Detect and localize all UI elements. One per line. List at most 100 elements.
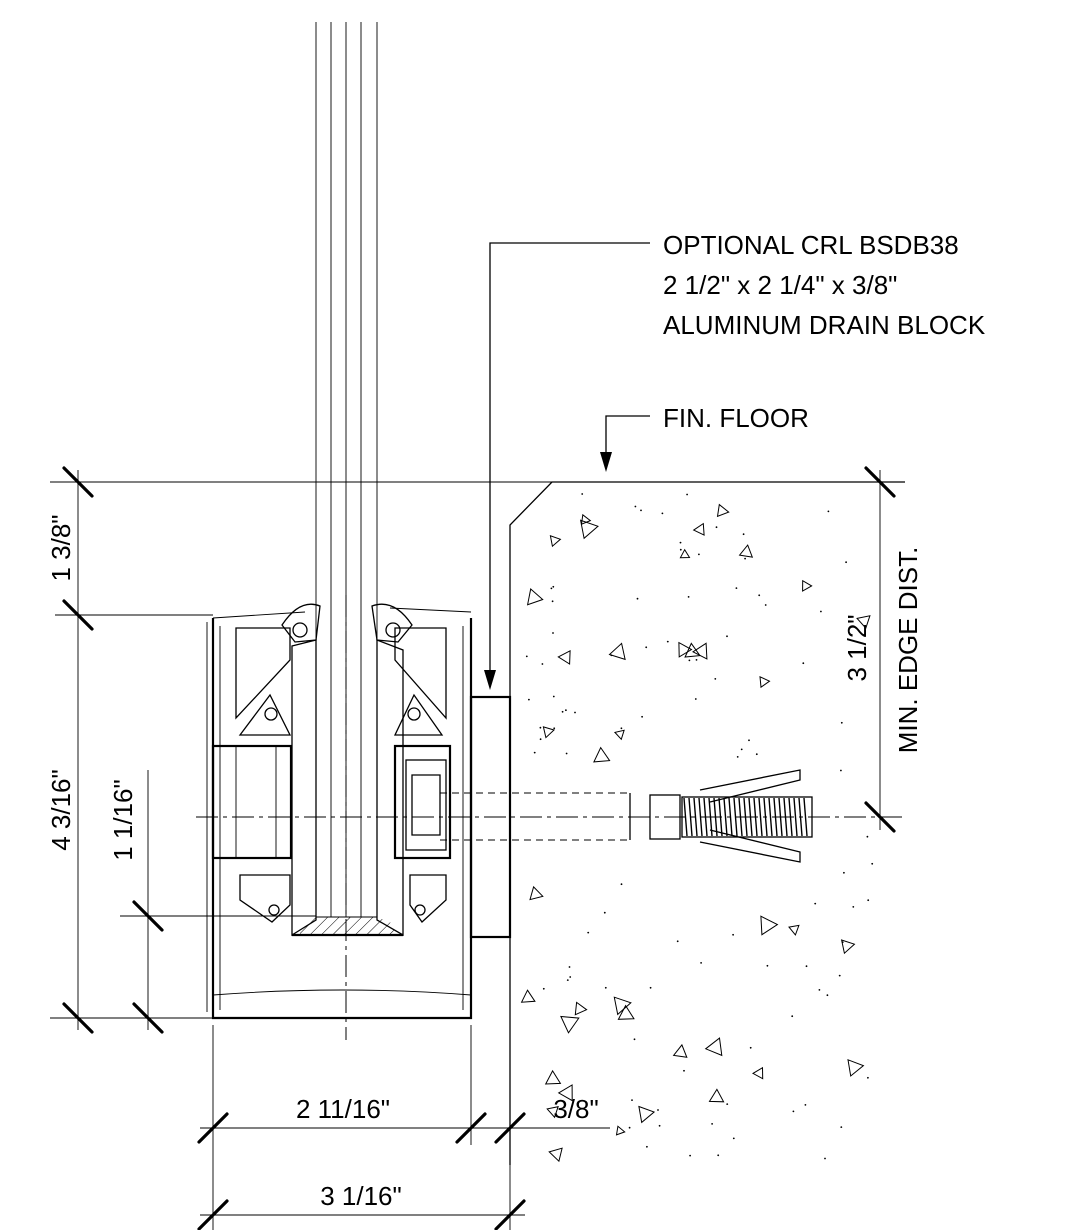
anchor-bolt xyxy=(196,759,905,863)
aggregate-stone xyxy=(557,1084,573,1102)
aggregate-dot xyxy=(649,986,652,989)
aggregate-dot xyxy=(569,976,572,978)
aggregate-stone xyxy=(613,996,632,1016)
aggregate-dot xyxy=(631,1099,633,1101)
concrete-slab xyxy=(509,481,905,1165)
aggregate-dot xyxy=(732,933,734,936)
aggregate-dot xyxy=(871,862,874,865)
aggregate-dot xyxy=(694,698,697,700)
callout-drain-line2: 2 1/2" x 2 1/4" x 3/8" xyxy=(663,270,897,300)
aggregate-dot xyxy=(641,715,643,718)
aggregate-stone xyxy=(580,513,592,525)
aggregate-dot xyxy=(568,966,571,968)
aggregate-dot xyxy=(838,974,841,977)
aggregate-dot xyxy=(646,1145,648,1148)
thread-line xyxy=(803,797,808,837)
dim-top-gap: 1 3/8" xyxy=(46,514,76,581)
aggregate-stone xyxy=(684,642,701,658)
thread-line xyxy=(688,797,693,837)
aggregate-dot xyxy=(841,941,844,944)
laminated-glass-panel xyxy=(315,22,378,1040)
aggregate-stone xyxy=(802,579,813,592)
aggregate-stone xyxy=(847,1059,865,1077)
aggregate-stone xyxy=(760,915,779,936)
aggregate-stone xyxy=(617,1004,635,1020)
dim-edge-distance: 3 1/2" xyxy=(842,614,872,681)
aggregate-stone xyxy=(678,641,693,658)
aggregate-stone xyxy=(608,642,626,661)
aggregate-dot xyxy=(700,962,702,964)
aggregate-dot xyxy=(666,640,669,643)
floor-callout: FIN. FLOOR xyxy=(600,403,809,472)
aggregate-dot xyxy=(541,663,544,665)
aggregate-dot xyxy=(645,646,648,649)
callout-floor: FIN. FLOOR xyxy=(663,403,809,433)
thread-line xyxy=(793,797,798,837)
aggregate-dot xyxy=(686,493,688,496)
aggregate-stone xyxy=(738,544,754,558)
aggregate-dot xyxy=(814,902,817,905)
aggregate-stone xyxy=(692,642,708,660)
aggregate-dot xyxy=(824,1157,826,1160)
aggregate-dot xyxy=(827,510,830,513)
aggregate-stone xyxy=(788,924,800,936)
aggregate-dot xyxy=(840,1126,843,1128)
thread-line xyxy=(693,797,698,837)
aggregate-dot xyxy=(840,769,842,772)
aggregate-dot xyxy=(867,899,870,902)
aggregate-dot xyxy=(744,557,746,560)
aggregate-stone xyxy=(679,548,691,559)
aluminum-base-shoe xyxy=(206,603,473,1020)
aggregate-stone xyxy=(638,1105,656,1124)
aggregate-dot xyxy=(749,1046,752,1049)
aggregate-dot xyxy=(533,751,536,754)
aggregate-dot xyxy=(679,541,682,544)
aggregate-dot xyxy=(711,1123,713,1125)
aluminum-drain-block xyxy=(469,695,512,939)
aggregate-dot xyxy=(552,695,555,698)
thread-line xyxy=(768,797,773,837)
dim-shoe-width: 2 11/16" xyxy=(296,1094,390,1124)
aggregate-dot xyxy=(866,835,869,838)
dim-anchor-height: 1 1/16" xyxy=(108,779,138,861)
aggregate-dot xyxy=(628,1126,631,1129)
aggregate-dot xyxy=(566,979,569,981)
aggregate-stone xyxy=(557,649,571,665)
aggregate-dot xyxy=(550,587,553,590)
aggregate-stone xyxy=(840,939,856,955)
aggregate-dot xyxy=(748,739,750,742)
aggregate-dot xyxy=(698,553,700,556)
aggregate-stone xyxy=(751,1066,764,1080)
aggregate-dot xyxy=(804,1104,807,1106)
aggregate-dot xyxy=(740,748,743,751)
aggregate-dot xyxy=(717,1154,720,1157)
aggregate-dot xyxy=(661,512,664,515)
aggregate-stone xyxy=(704,1037,723,1057)
aggregate-dot xyxy=(657,1109,659,1111)
aggregate-dot xyxy=(552,585,555,588)
aggregate-dot xyxy=(574,711,576,714)
aggregate-dot xyxy=(679,548,682,551)
dim-shoe-height: 4 3/16" xyxy=(46,769,76,851)
aggregate-dot xyxy=(539,726,542,729)
aggregate-stone xyxy=(672,1043,688,1058)
aggregate-dot xyxy=(587,931,590,934)
aggregate-dot xyxy=(758,594,761,597)
aggregate-stone xyxy=(759,675,771,689)
aggregate-stone xyxy=(526,588,544,606)
aggregate-dot xyxy=(565,709,567,712)
aggregate-dot xyxy=(735,587,738,589)
aggregate-stone xyxy=(615,1125,626,1136)
aggregate-dot xyxy=(732,1137,735,1140)
thread-line xyxy=(723,797,728,837)
aggregate-stone xyxy=(546,1106,559,1119)
dim-edge-distance-label: MIN. EDGE DIST. xyxy=(893,547,923,754)
aggregate-dot xyxy=(561,710,564,713)
aggregate-dot xyxy=(581,493,584,495)
aggregate-dot xyxy=(676,940,679,943)
aggregate-dot xyxy=(742,533,745,536)
aggregate-dot xyxy=(683,1069,685,1072)
aggregate-dot xyxy=(755,753,758,756)
aggregate-dot xyxy=(820,610,822,613)
aggregate-stone xyxy=(716,503,730,518)
